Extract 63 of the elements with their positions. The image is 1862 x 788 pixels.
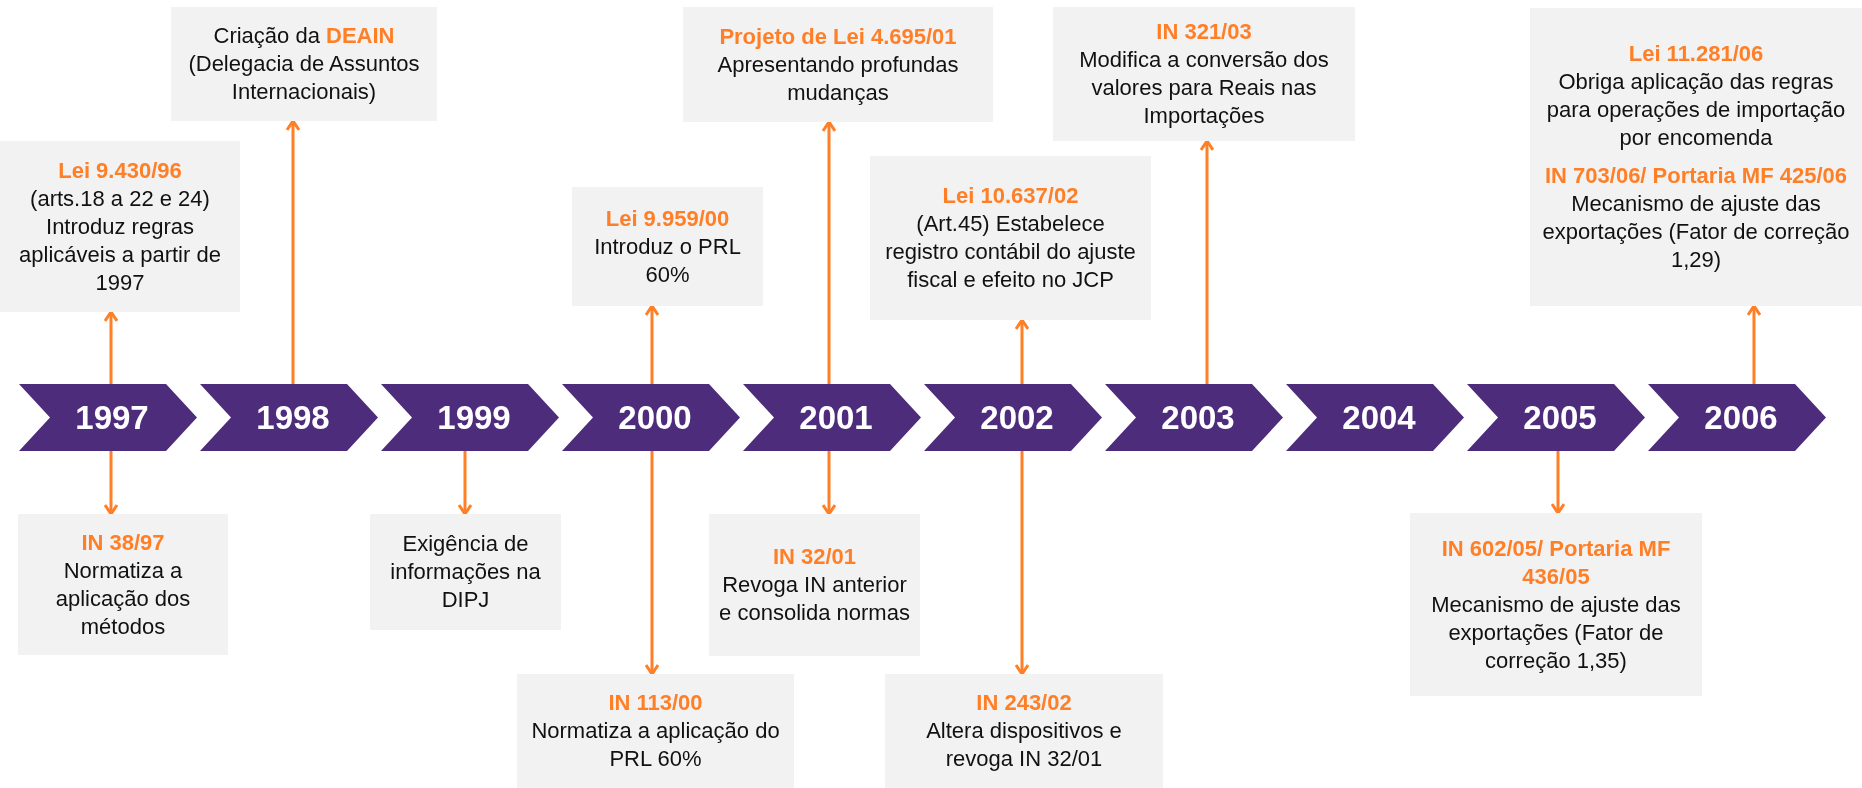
- event-box: [370, 514, 561, 630]
- event-text: Criação da DEAIN: [213, 22, 395, 50]
- arrow: [644, 451, 660, 676]
- year-label: 2005: [1522, 398, 1597, 437]
- arrow: [644, 304, 660, 384]
- event-box: [870, 156, 1151, 320]
- event-text: Exigência de informações na DIPJ: [389, 530, 542, 614]
- event-text: (Art.45) Estabelece registro contábil do ajuste fiscal e efeito no JCP: [884, 210, 1137, 294]
- arrow: [821, 120, 837, 384]
- year-label: 1999: [436, 398, 511, 437]
- arrow: [1199, 139, 1215, 384]
- event-text: Revoga IN anterior e consolida normas: [719, 571, 910, 627]
- event-heading: IN 321/03: [1156, 18, 1252, 46]
- event-box: [171, 7, 437, 121]
- arrow: [1746, 304, 1762, 384]
- event-box: [1053, 7, 1355, 141]
- year-label: 2001: [798, 398, 873, 437]
- year-label: 1997: [74, 398, 149, 437]
- event-heading: Lei 11.281/06: [1628, 40, 1764, 68]
- event-text: Mecanismo de ajuste das exportações (Fator de correção 1,35): [1430, 590, 1682, 675]
- event-box: [1530, 8, 1862, 306]
- event-heading: IN 38/97: [81, 528, 165, 557]
- event-text: Apresentando profundas mudanças: [716, 50, 960, 107]
- arrow: [103, 310, 119, 384]
- event-text: Modifica a conversão dos valores para Reais nas Importações: [1078, 46, 1330, 130]
- event-text: (arts.18 a 22 e 24) Introduz regras aplicáveis a partir de 1997: [18, 184, 222, 297]
- arrow: [103, 451, 119, 516]
- event-heading: IN 113/00: [608, 689, 703, 717]
- event-text: Obriga aplicação das regras para operações de importação por encomenda: [1545, 68, 1847, 152]
- year-label: 2000: [617, 398, 692, 437]
- event-text: Altera dispositivos e revoga IN 32/01: [925, 717, 1123, 773]
- event-text: (Delegacia de Assuntos Internacionais): [187, 50, 421, 106]
- event-heading: Lei 10.637/02: [942, 182, 1079, 210]
- year-label: 2003: [1160, 398, 1235, 437]
- event-heading: Projeto de Lei 4.695/01: [719, 22, 957, 51]
- year-label: 2006: [1703, 398, 1778, 437]
- arrow: [1550, 451, 1566, 515]
- year-label: 2004: [1341, 398, 1416, 437]
- event-text: Normatiza a aplicação do PRL 60%: [530, 717, 781, 773]
- year-label: 1998: [255, 398, 330, 437]
- event-text: Normatiza a aplicação dos métodos: [54, 556, 192, 641]
- event-text: Introduz o PRL 60%: [593, 232, 742, 289]
- event-box: [1410, 513, 1702, 696]
- event-box: [0, 141, 240, 312]
- event-box: [18, 514, 228, 655]
- event-box: [572, 187, 763, 306]
- arrow: [821, 451, 837, 516]
- arrow: [457, 451, 473, 516]
- event-box: [885, 674, 1163, 788]
- event-heading: IN 602/05/ Portaria MF 436/05: [1440, 534, 1672, 591]
- event-heading: IN 703/06/ Portaria MF 425/06: [1544, 162, 1848, 190]
- arrow: [1014, 318, 1030, 384]
- year-label: 2002: [979, 398, 1054, 437]
- event-heading: Lei 9.430/96: [58, 156, 182, 185]
- event-heading: IN 243/02: [976, 689, 1072, 717]
- arrow: [285, 119, 301, 384]
- event-text: Mecanismo de ajuste das exportações (Fator de correção 1,29): [1541, 190, 1851, 274]
- event-heading: Lei 9.959/00: [605, 204, 730, 233]
- event-heading: IN 32/01: [772, 543, 857, 571]
- event-box: [709, 514, 920, 656]
- arrow: [1014, 451, 1030, 676]
- event-box: [683, 7, 993, 122]
- event-box: [517, 674, 794, 788]
